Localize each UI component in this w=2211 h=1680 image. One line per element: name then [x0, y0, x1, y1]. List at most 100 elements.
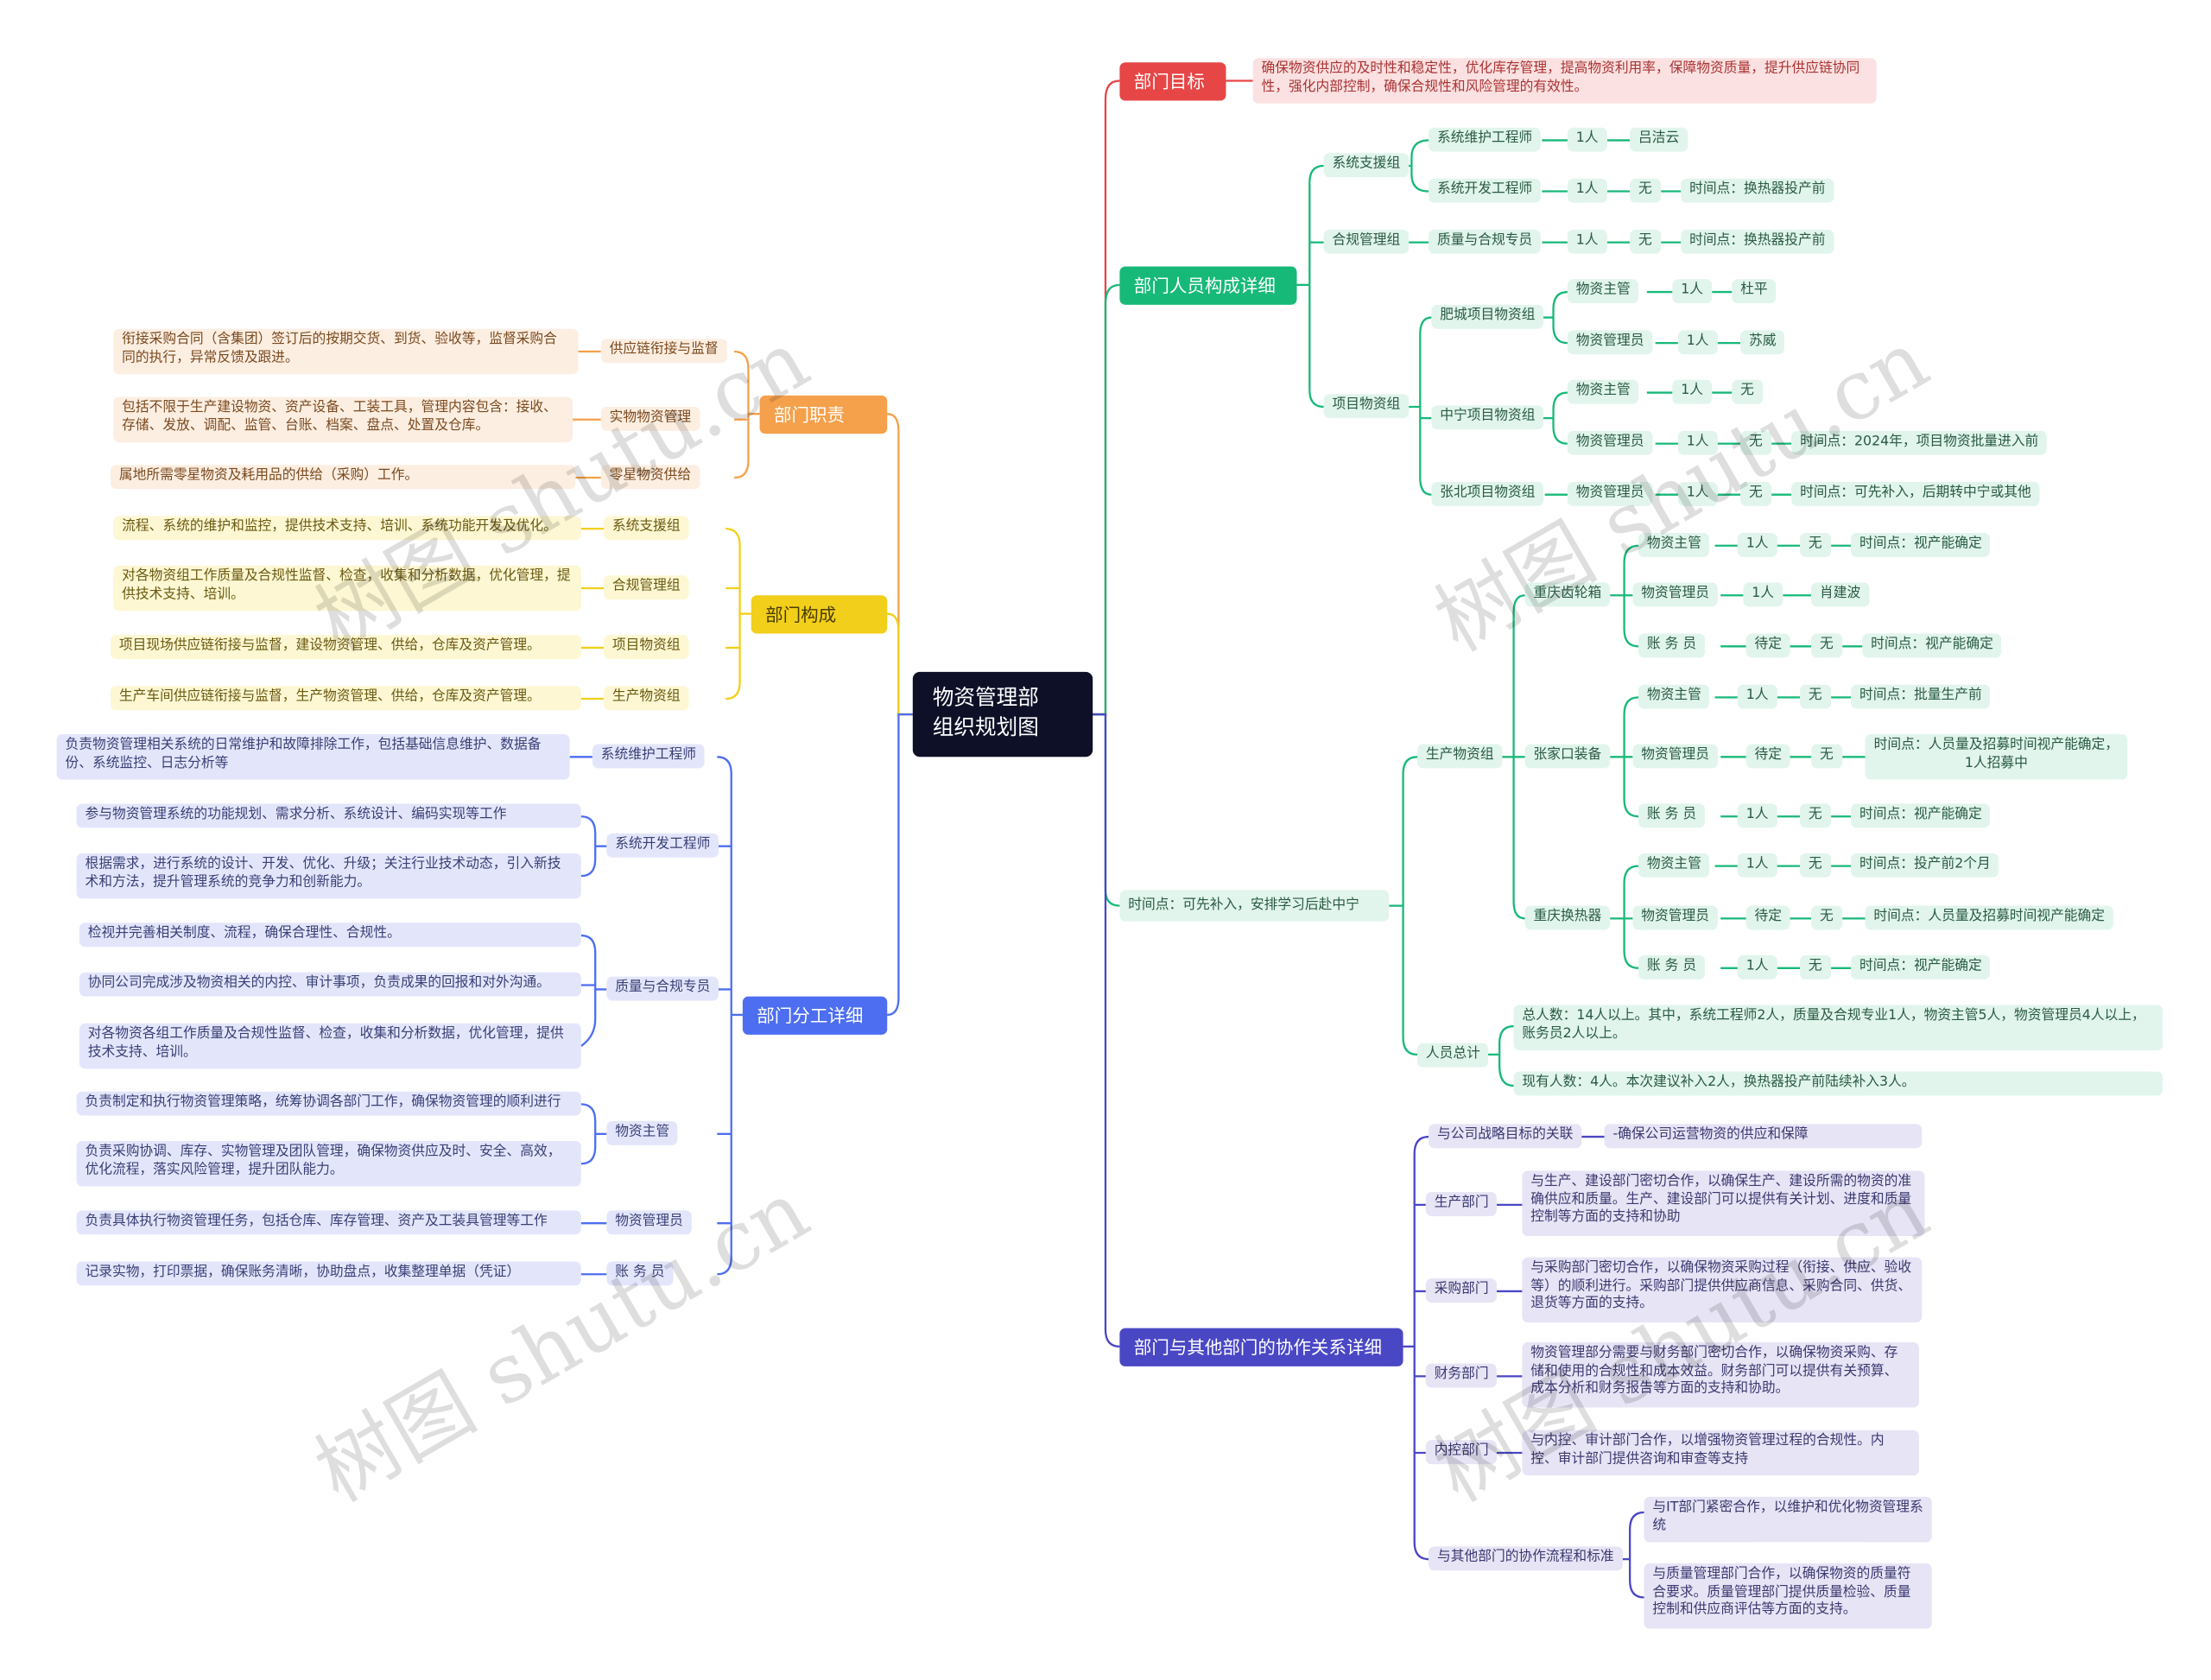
node-buy-dept[interactable]: 采购部门	[1425, 1278, 1498, 1303]
node-cq-acc-count: 待定	[1745, 633, 1790, 657]
branch-duty[interactable]: 部门职责	[759, 395, 888, 434]
node-duty-sporadic-text: 属地所需零星物资及耗用品的供给（采购）工作。	[110, 465, 576, 489]
branch-composition[interactable]: 部门构成	[751, 595, 888, 634]
node-comp-sys[interactable]: 系统支援组	[604, 516, 689, 540]
node-zj-mgr-count: 1人	[1737, 684, 1777, 708]
node-zj-acc-count: 1人	[1737, 803, 1777, 827]
node-sys-dev[interactable]: 系统开发工程师	[1429, 178, 1542, 202]
node-zb-adm-count: 1人	[1677, 481, 1718, 506]
node-div-manager-text2: 负责采购协调、库存、实物管理及团队管理，确保物资供应及时、安全、高效，优化流程，…	[76, 1141, 581, 1187]
node-comp-count: 1人	[1567, 229, 1607, 253]
node-duty-physical-text: 包括不限于生产建设物资、资产设备、工装工具，管理内容包含：接收、存储、发放、调配…	[113, 396, 573, 442]
node-hr-acc-person: 无	[1800, 955, 1831, 979]
node-hr-adm[interactable]: 物资管理员	[1632, 905, 1718, 929]
node-buy-dept-text: 与采购部门密切合作，以确保物资采购过程（衔接、供应、验收等）的顺利进行。采购部门…	[1522, 1257, 1923, 1323]
node-zj-mgr[interactable]: 物资主管	[1638, 684, 1710, 708]
node-fc-mgr[interactable]: 物资主管	[1567, 279, 1639, 303]
branch-division[interactable]: 部门分工详细	[742, 996, 888, 1035]
node-total-text1: 总人数：14人以上。其中，系统工程师2人，质量及合规专业1人，物资主管5人，物资…	[1513, 1005, 2163, 1050]
node-zb-adm[interactable]: 物资管理员	[1567, 481, 1653, 506]
node-comp-production[interactable]: 生产物资组	[604, 686, 689, 710]
node-ctl-dept-text: 与内控、审计部门合作，以增强物资管理过程的合规性。内控、审计部门提供咨询和审查等…	[1522, 1430, 1919, 1476]
node-hr-mgr-time: 时间点：投产前2个月	[1851, 853, 1999, 877]
node-div-admin[interactable]: 物资管理员	[606, 1210, 692, 1234]
node-comp-sys-text: 流程、系统的维护和监控，提供技术支持、培训、系统功能开发及优化。	[113, 516, 581, 540]
node-zj-acc-time: 时间点：视产能确定	[1851, 803, 1991, 827]
branch-collab[interactable]: 部门与其他部门的协作关系详细	[1119, 1328, 1403, 1366]
node-zn-adm[interactable]: 物资管理员	[1567, 430, 1653, 454]
node-div-sys-dev[interactable]: 系统开发工程师	[606, 833, 719, 857]
node-hr-mgr[interactable]: 物资主管	[1638, 853, 1710, 877]
node-zj-mgr-time: 时间点：批量生产前	[1851, 684, 1991, 708]
center-topic[interactable]: 物资管理部 组织规划图	[912, 671, 1093, 758]
node-hr-adm-person: 无	[1811, 905, 1842, 929]
node-comp-group[interactable]: 合规管理组	[1323, 229, 1410, 253]
node-fc-group[interactable]: 肥城项目物资组	[1431, 304, 1544, 328]
node-cq-adm-person: 肖建波	[1811, 582, 1870, 606]
node-div-quality[interactable]: 质量与合规专员	[606, 976, 719, 1000]
node-div-sys-maint[interactable]: 系统维护工程师	[592, 744, 705, 768]
node-zn-mgr[interactable]: 物资主管	[1567, 379, 1639, 403]
node-cq-mgr[interactable]: 物资主管	[1638, 533, 1710, 557]
node-cq[interactable]: 重庆齿轮箱	[1524, 582, 1611, 606]
node-fin-dept[interactable]: 财务部门	[1425, 1363, 1498, 1387]
node-strategy[interactable]: 与公司战略目标的关联	[1429, 1124, 1582, 1148]
node-fc-mgr-person: 杜平	[1732, 279, 1777, 303]
node-strategy-text: -确保公司运营物资的供应和保障	[1604, 1124, 1923, 1148]
node-fc-adm-person: 苏威	[1740, 330, 1785, 354]
node-zj[interactable]: 张家口装备	[1524, 744, 1611, 768]
node-sys-dev-count: 1人	[1567, 178, 1607, 202]
node-total[interactable]: 人员总计	[1417, 1043, 1489, 1067]
node-div-sys-dev-text2: 根据需求，进行系统的设计、开发、优化、升级；关注行业技术动态，引入新技术和方法，…	[76, 853, 581, 899]
node-prod-dept[interactable]: 生产部门	[1425, 1192, 1498, 1216]
node-other[interactable]: 与其他部门的协作流程和标准	[1429, 1546, 1623, 1570]
node-zn-adm-person: 无	[1740, 430, 1771, 454]
branch-time[interactable]: 时间点：可先补入，安排学习后赴中宁	[1119, 890, 1390, 922]
node-hr[interactable]: 重庆换热器	[1524, 905, 1611, 929]
node-fc-mgr-count: 1人	[1672, 279, 1712, 303]
node-div-manager[interactable]: 物资主管	[606, 1121, 679, 1145]
node-duty-physical[interactable]: 实物物资管理	[600, 406, 700, 431]
node-zb-adm-person: 无	[1740, 481, 1771, 506]
branch-goal[interactable]: 部门目标	[1119, 62, 1226, 101]
node-duty-supply[interactable]: 供应链衔接与监督	[600, 339, 727, 363]
node-sys-maint-count: 1人	[1567, 127, 1607, 151]
node-hr-acc-count: 1人	[1737, 955, 1777, 979]
node-duty-supply-text: 衔接采购合同（含集团）签订后的按期交货、到货、验收等，监督采购合同的执行，异常反…	[113, 328, 579, 375]
node-fc-adm[interactable]: 物资管理员	[1567, 330, 1653, 354]
node-proj-group[interactable]: 项目物资组	[1323, 394, 1410, 418]
node-cq-acc-time: 时间点：视产能确定	[1862, 633, 2002, 657]
node-duty-sporadic[interactable]: 零星物资供给	[600, 465, 700, 489]
node-zj-acc-person: 无	[1800, 803, 1831, 827]
node-comp-person: 无	[1630, 229, 1661, 253]
node-fin-dept-text: 物资管理部分需要与财务部门密切合作，以确保物资采购、存储和使用的合规性和成本效益…	[1522, 1342, 1919, 1408]
center-title-line2: 组织规划图	[932, 714, 1039, 740]
node-zb-group[interactable]: 张北项目物资组	[1431, 481, 1544, 506]
node-comp-time: 时间点：换热器投产前	[1681, 229, 1834, 253]
node-prod-dept-text: 与生产、建设部门密切合作，以确保生产、建设所需的物资的准确供应和质量。生产、建设…	[1522, 1170, 1925, 1236]
node-zj-mgr-person: 无	[1800, 684, 1831, 708]
node-cq-adm[interactable]: 物资管理员	[1632, 582, 1718, 606]
node-div-accountant[interactable]: 账 务 员	[606, 1261, 674, 1285]
node-zn-group[interactable]: 中宁项目物资组	[1431, 405, 1544, 429]
node-sys-maint[interactable]: 系统维护工程师	[1429, 127, 1542, 151]
node-comp-role[interactable]: 质量与合规专员	[1429, 229, 1542, 253]
node-zj-adm[interactable]: 物资管理员	[1632, 744, 1718, 768]
node-sys-group[interactable]: 系统支援组	[1323, 153, 1410, 177]
node-cq-acc[interactable]: 账 务 员	[1638, 633, 1705, 657]
node-prod-group[interactable]: 生产物资组	[1417, 744, 1503, 768]
node-zj-acc[interactable]: 账 务 员	[1638, 803, 1705, 827]
node-cq-acc-person: 无	[1811, 633, 1842, 657]
node-comp-project[interactable]: 项目物资组	[604, 635, 689, 659]
node-comp-production-text: 生产车间供应链衔接与监督，生产物资管理、供给，仓库及资产管理。	[110, 686, 581, 710]
node-zn-mgr-person: 无	[1732, 379, 1763, 403]
branch-staff[interactable]: 部门人员构成详细	[1119, 266, 1297, 305]
node-other-text2: 与质量管理部门合作，以确保物资的质量符合要求。质量管理部门提供质量检验、质量控制…	[1644, 1563, 1932, 1629]
node-comp-compliance[interactable]: 合规管理组	[604, 575, 689, 599]
node-div-quality-text1: 检视并完善相关制度、流程，确保合理性、合规性。	[79, 922, 581, 947]
node-ctl-dept[interactable]: 内控部门	[1425, 1440, 1498, 1464]
node-hr-acc[interactable]: 账 务 员	[1638, 955, 1705, 979]
node-div-manager-text1: 负责制定和执行物资管理策略，统筹协调各部门工作，确保物资管理的顺利进行	[76, 1091, 581, 1115]
